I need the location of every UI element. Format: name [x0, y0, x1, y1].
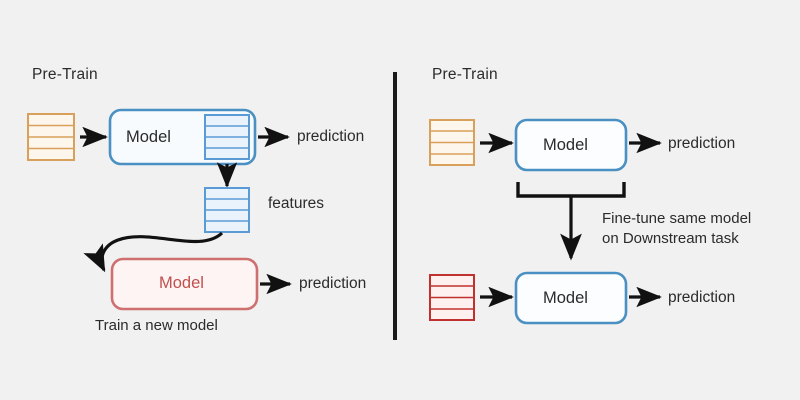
right-downstream-data-block — [429, 274, 475, 321]
left-model-label: Model — [126, 128, 171, 146]
left-new-model-label: Model — [159, 274, 204, 292]
left-model-output-block — [204, 114, 250, 160]
right-downstream-prediction-label: prediction — [668, 289, 736, 306]
left-input-data-block — [27, 113, 75, 161]
finetune-note-line1: Fine-tune same model — [602, 210, 752, 227]
left-new-model-box — [110, 257, 259, 311]
right-pretrain-label: Pre-Train — [432, 66, 498, 83]
right-pretrain-model-box — [514, 118, 628, 172]
left-prediction-label: prediction — [297, 128, 365, 145]
right-prediction-label: prediction — [668, 135, 736, 152]
train-new-model-caption: Train a new model — [95, 317, 218, 334]
finetune-bracket — [516, 182, 626, 198]
left-pretrain-label: Pre-Train — [32, 66, 98, 83]
features-label: features — [268, 195, 325, 212]
left-features-block — [204, 187, 250, 233]
left-features-to-new-model-arrow — [83, 231, 224, 273]
right-downstream-model-box — [514, 271, 628, 325]
left-new-model-prediction-label: prediction — [299, 275, 367, 292]
right-downstream-model-label: Model — [543, 289, 588, 307]
right-model-label: Model — [543, 136, 588, 154]
finetune-note-line2: on Downstream task — [602, 230, 739, 247]
right-input-data-block — [429, 119, 475, 166]
